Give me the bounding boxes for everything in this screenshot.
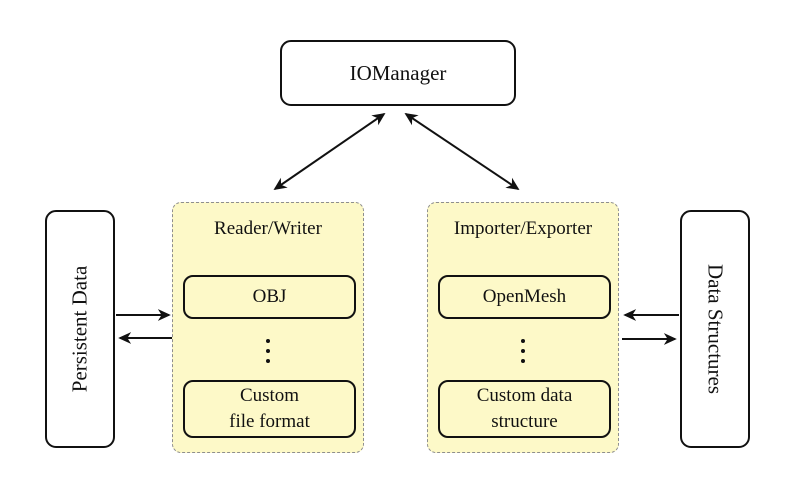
importer-exporter-panel: Importer/Exporter OpenMesh Custom data s… bbox=[427, 202, 619, 453]
persistent-data-node: Persistent Data bbox=[45, 210, 115, 448]
iomanager-node: IOManager bbox=[280, 40, 516, 106]
iomanager-label: IOManager bbox=[349, 60, 447, 85]
openmesh-node: OpenMesh bbox=[438, 275, 611, 319]
arrow-iomanager-importer-exporter bbox=[404, 112, 520, 191]
obj-label: OBJ bbox=[252, 286, 287, 307]
custom-data-structure-label-line1: Custom data bbox=[476, 385, 573, 406]
data-structures-node: Data Structures bbox=[680, 210, 750, 448]
reader-writer-panel: Reader/Writer OBJ Custom file format bbox=[172, 202, 364, 453]
vertical-ellipsis-icon bbox=[521, 339, 525, 363]
custom-data-structure-node: Custom data structure bbox=[438, 380, 611, 438]
vertical-ellipsis-icon bbox=[266, 339, 270, 363]
openmesh-label: OpenMesh bbox=[482, 286, 567, 307]
custom-data-structure-label-line2: structure bbox=[491, 411, 558, 432]
reader-writer-title: Reader/Writer bbox=[214, 218, 322, 239]
custom-file-format-label-line1: Custom bbox=[239, 385, 300, 406]
importer-exporter-title: Importer/Exporter bbox=[453, 218, 593, 239]
persistent-data-label: Persistent Data bbox=[67, 265, 92, 393]
custom-file-format-label-line2: file format bbox=[229, 411, 310, 432]
obj-node: OBJ bbox=[183, 275, 356, 319]
arrow-iomanager-reader-writer bbox=[273, 112, 386, 191]
data-structures-label: Data Structures bbox=[703, 263, 728, 395]
custom-file-format-node: Custom file format bbox=[183, 380, 356, 438]
